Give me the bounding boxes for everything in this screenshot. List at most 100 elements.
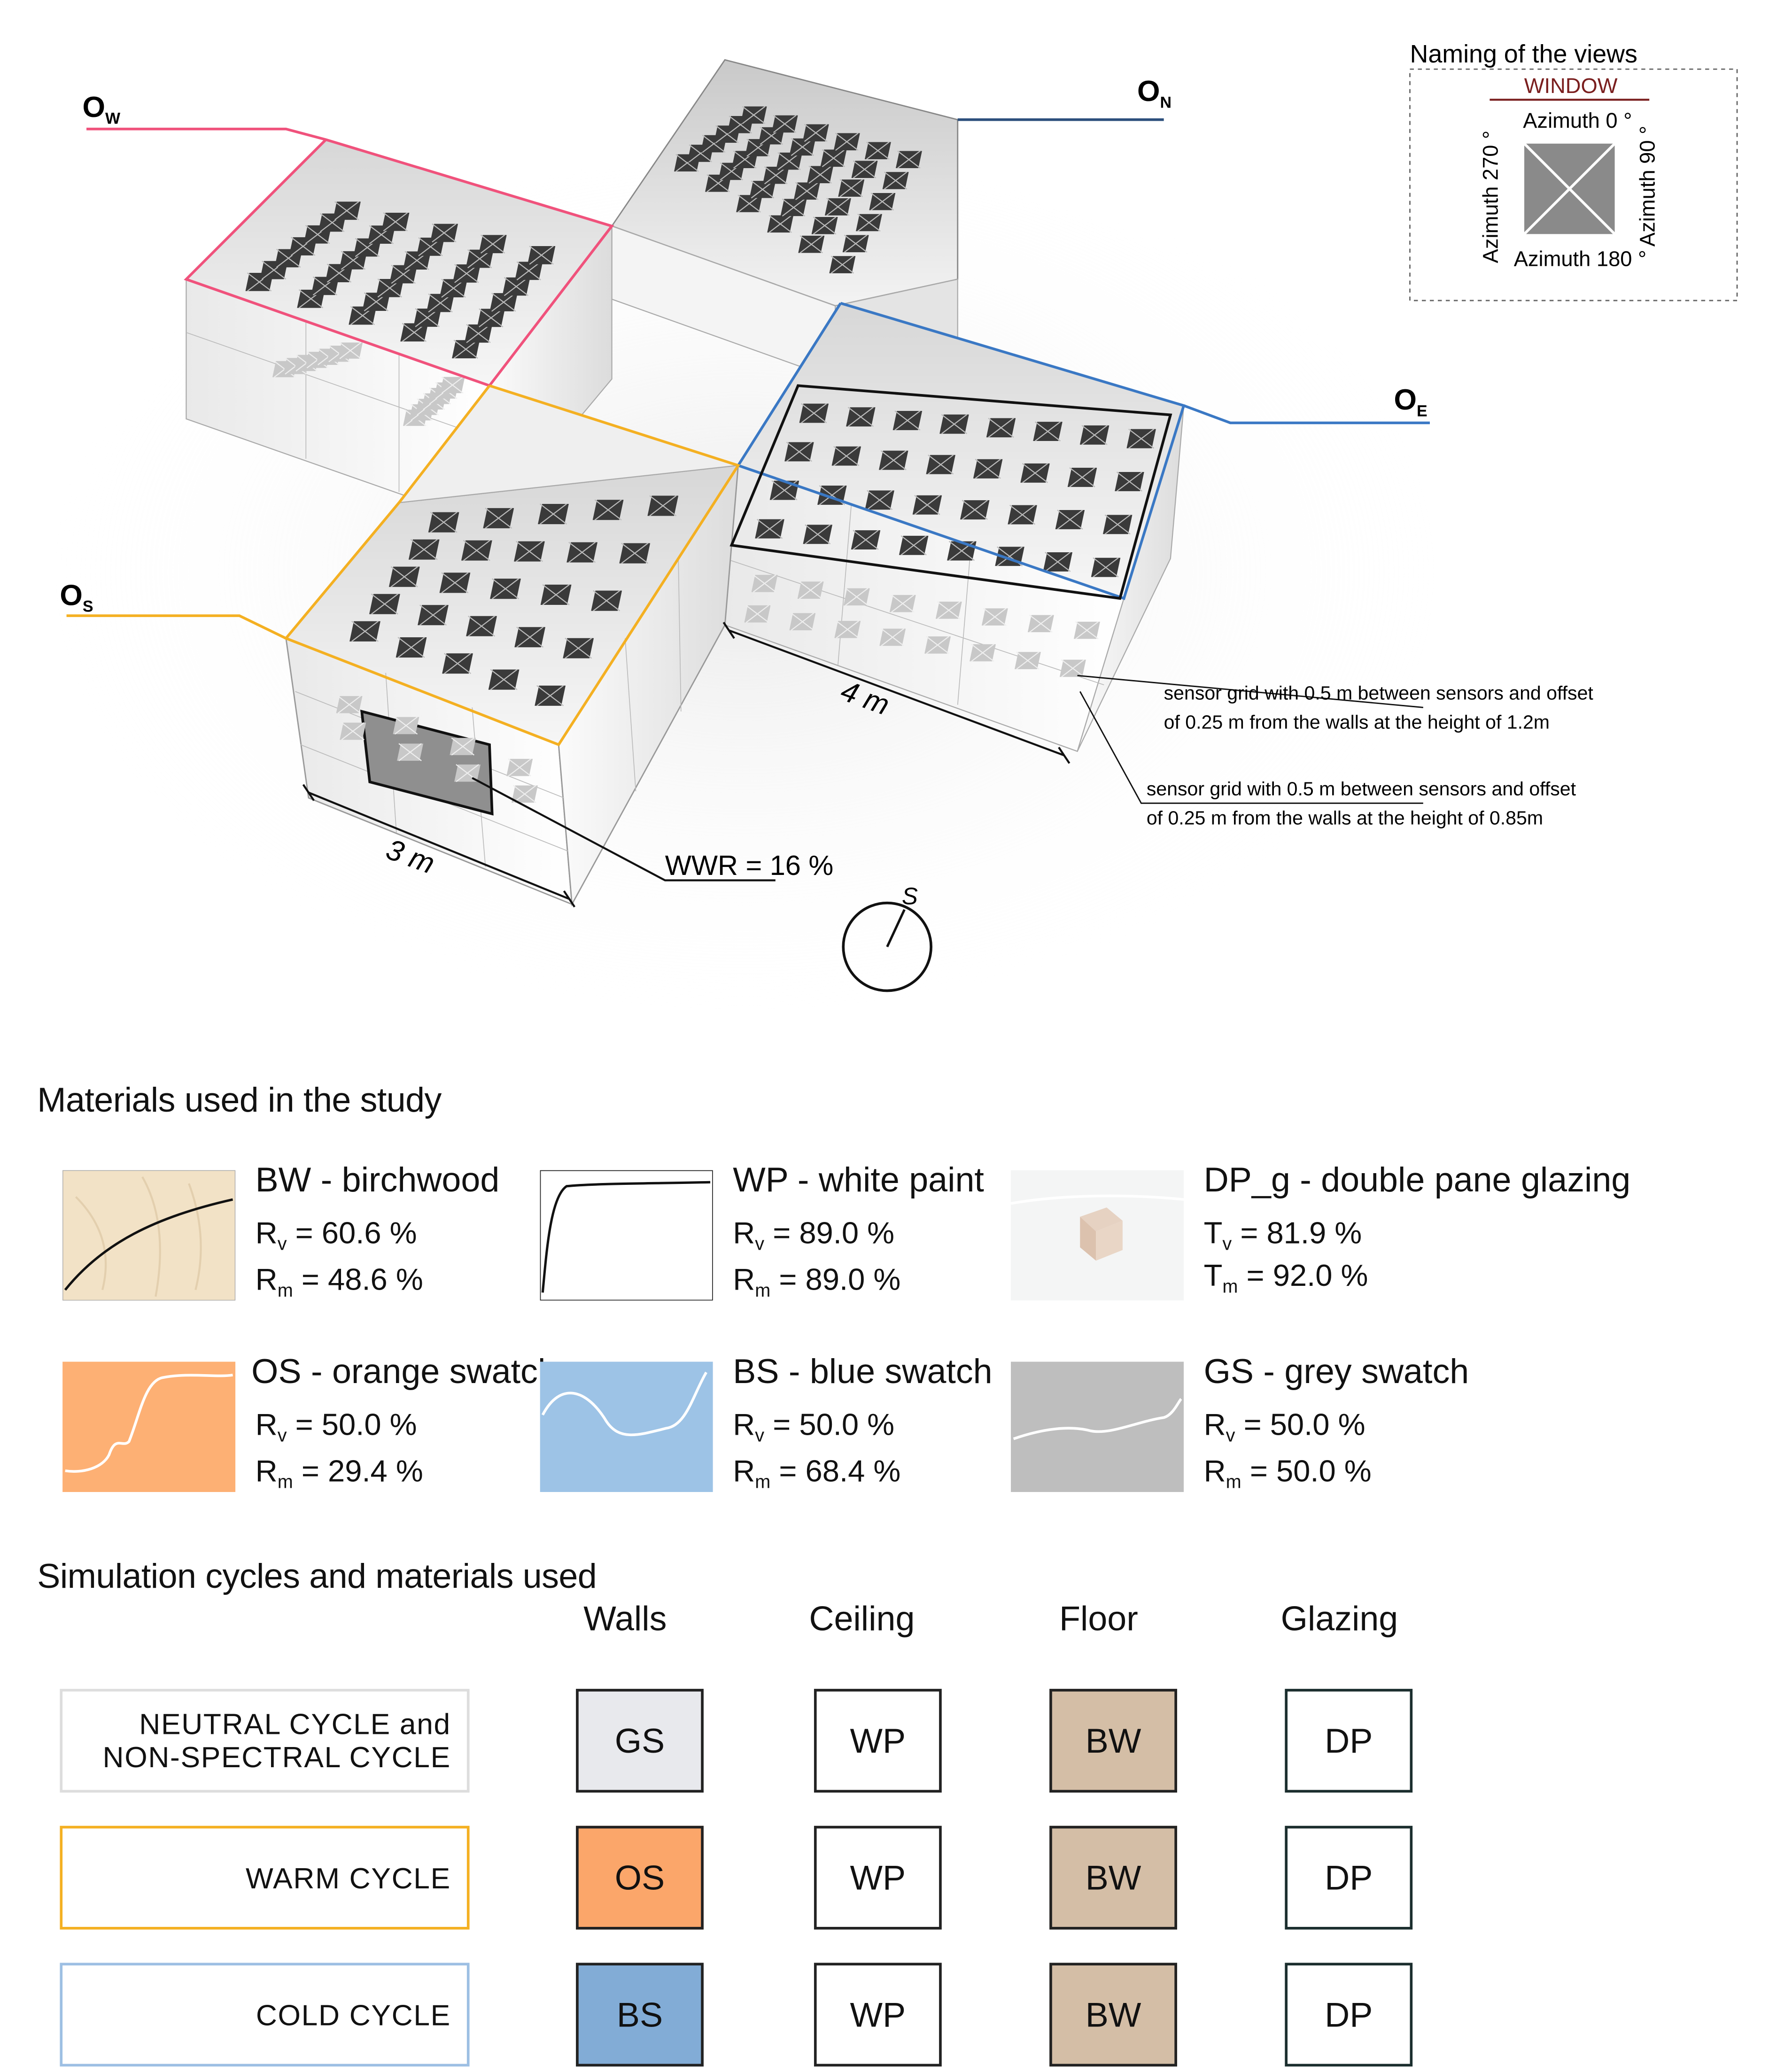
view-label-west: OW [83, 91, 121, 127]
sensor-marker [1079, 425, 1110, 445]
sensor-marker [528, 246, 556, 265]
sensor-marker [340, 722, 366, 741]
sensor-marker [889, 594, 916, 613]
column-header-walls: Walls [583, 1598, 667, 1639]
material-value-1: Rv = 60.6 % [255, 1215, 417, 1254]
cell-ceiling: WP [814, 1963, 942, 2067]
sensor-marker [846, 407, 876, 427]
cell-ceiling: WP [814, 1825, 942, 1930]
material-value-1: Tv = 81.9 % [1203, 1215, 1362, 1254]
sensor-marker [1055, 510, 1085, 530]
wwr-label: WWR = 16 % [665, 850, 833, 881]
sensor-marker [851, 530, 881, 550]
sensor-marker [1073, 621, 1100, 640]
sensor-marker [1027, 614, 1054, 633]
sensor-marker [502, 277, 530, 296]
sensor-marker [619, 542, 651, 564]
sensor-marker [851, 160, 878, 178]
sensor-marker [842, 234, 869, 253]
legend-azimuth-270: Azimuth 270 ° [1478, 131, 1502, 263]
sensor-marker [807, 165, 834, 184]
legend-azimuth-90: Azimuth 90 ° [1636, 126, 1660, 247]
sensor-marker [396, 637, 427, 658]
sensor-marker [899, 535, 929, 556]
sensor-marker [1067, 467, 1097, 487]
sensor-marker [592, 499, 624, 521]
view-label-north: ON [1137, 75, 1172, 111]
sensor-marker [970, 643, 996, 662]
sensor-marker [512, 785, 538, 804]
sensor-marker [780, 198, 807, 217]
sensor-marker [397, 743, 424, 761]
material-name: BS - blue swatch [733, 1351, 993, 1391]
sensor-marker [442, 653, 473, 674]
sensor-grids [245, 106, 1156, 804]
cycle-label-cold: COLD CYCLE [60, 1963, 470, 2067]
sensor-marker [767, 215, 794, 233]
sensor-high-line2: of 0.25 m from the walls at the height o… [1164, 711, 1550, 733]
sensor-marker [912, 495, 942, 515]
sensor-marker [838, 179, 865, 197]
sensor-marker [1115, 472, 1144, 492]
sensor-marker [430, 223, 458, 243]
cell-floor: BW [1049, 1689, 1177, 1793]
compass-circle [842, 901, 932, 992]
south-view-leader [66, 614, 287, 640]
material-name: WP - white paint [733, 1160, 984, 1200]
sensor-low-leader [1079, 691, 1423, 804]
sensor-marker [1014, 651, 1041, 670]
cell-glazing: DP [1285, 1963, 1413, 2067]
sensor-marker [947, 541, 977, 561]
materials-heading: Materials used in the study [37, 1080, 442, 1120]
sensor-marker [535, 685, 566, 706]
sensor-marker [506, 758, 533, 777]
material-value-1: Rv = 50.0 % [1203, 1407, 1366, 1446]
sensor-marker [895, 150, 922, 169]
material-value-2: Rm = 50.0 % [1203, 1453, 1372, 1492]
sensor-marker [843, 588, 870, 606]
sensor-marker [981, 608, 1008, 626]
material-name: GS - grey swatch [1203, 1351, 1469, 1391]
sensor-marker [591, 590, 622, 611]
south-window [360, 710, 494, 816]
sensor-marker [333, 201, 361, 220]
sensor-marker [515, 261, 543, 281]
sensor-marker [479, 234, 507, 254]
room-axonometric: S OW ON OE OS 3 m 4 m WWR = 16 % sensor … [53, 40, 1738, 1011]
legend-window-label: WINDOW [1524, 74, 1618, 98]
sensor-marker [381, 212, 410, 232]
south-view-outline [284, 384, 740, 747]
sensor-marker [388, 566, 420, 588]
compass-needle [886, 909, 906, 948]
material-name: DP_g - double pane glazing [1203, 1160, 1631, 1200]
sensor-marker [349, 306, 377, 325]
sensor-marker [454, 764, 481, 782]
material-name: BW - birchwood [255, 1160, 500, 1200]
sensor-marker [428, 511, 459, 533]
sensor-marker [1008, 504, 1037, 525]
sensor-marker [1043, 552, 1073, 572]
cell-floor: BW [1049, 1825, 1177, 1930]
sensor-marker [647, 495, 679, 517]
sensor-marker [798, 235, 825, 254]
sensor-marker [477, 308, 505, 328]
sensor-marker [744, 605, 771, 623]
grey-swatch [1011, 1361, 1184, 1492]
sensor-marker [869, 193, 896, 211]
sensor-marker [892, 410, 923, 431]
sensor-marker [856, 213, 882, 232]
sensor-marker [865, 490, 894, 510]
sensor-marker [1126, 428, 1156, 449]
cell-walls: GS [576, 1689, 704, 1793]
east-view-leader [1183, 404, 1430, 425]
east-view-outline [736, 302, 1186, 600]
sensor-marker [939, 414, 969, 434]
material-value-2: Rm = 48.6 % [255, 1262, 423, 1301]
sensor-marker [834, 620, 861, 639]
sensor-marker [802, 124, 829, 142]
birchwood-swatch [62, 1170, 236, 1301]
sensor-marker [986, 417, 1016, 438]
cycles-heading: Simulation cycles and materials used [37, 1555, 597, 1596]
legend-title: Naming of the views [1410, 40, 1637, 68]
